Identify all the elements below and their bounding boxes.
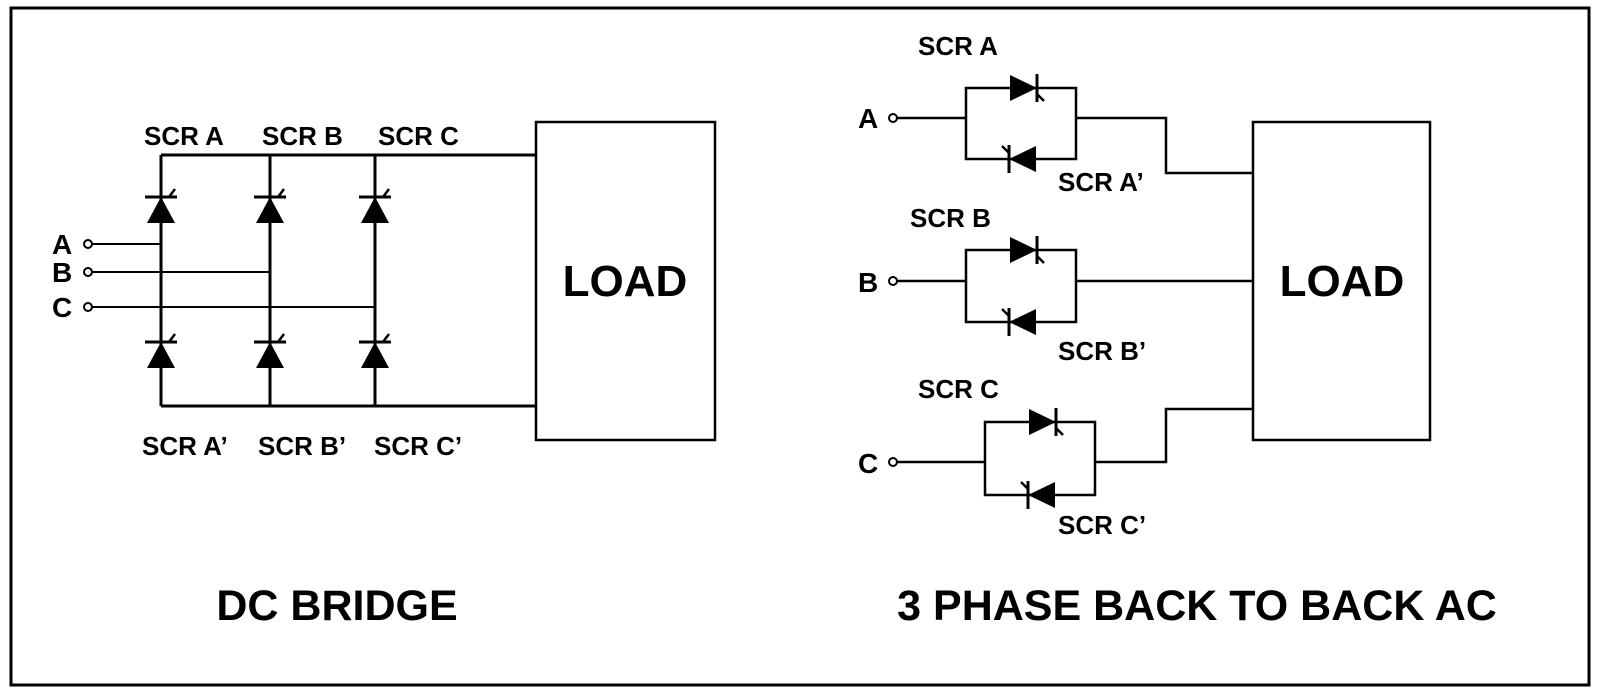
ac-back-to-back-diagram — [888, 86, 1432, 497]
dc-input-label-c: C — [52, 292, 72, 323]
ac-scr-a-reverse — [1001, 145, 1036, 173]
ac-a-scr-pair-loop — [964, 86, 1078, 161]
ac-scr-c-forward — [1029, 408, 1064, 436]
ac-scr-c-forward-label: SCR C — [918, 374, 999, 404]
ac-scr-a-forward-label: SCR A — [918, 31, 998, 61]
dc-lower-scr-b — [254, 333, 286, 368]
ac-input-label-c: C — [858, 448, 878, 479]
dc-load-label: LOAD — [563, 257, 688, 306]
ac-scr-b-reverse — [1001, 308, 1036, 336]
ac-input-label-b: B — [858, 267, 878, 298]
dc-upper-scr-b — [254, 188, 286, 223]
ac-scr-b-forward — [1010, 236, 1045, 264]
dc-input-terminal-c — [83, 302, 93, 312]
ac-input-label-a: A — [858, 103, 878, 134]
ac-b-input-terminal — [888, 276, 898, 286]
dc-load-box — [534, 120, 717, 442]
outer-border — [9, 6, 1591, 687]
ac-a-input-terminal — [888, 113, 898, 123]
dc-upper-scr-c-label: SCR C — [378, 121, 459, 151]
dc-lower-scr-a — [145, 333, 177, 368]
ac-scr-a-forward — [1010, 74, 1045, 102]
dc-upper-scr-c — [359, 188, 391, 223]
ac-title: 3 PHASE BACK TO BACK AC — [897, 582, 1497, 630]
ac-scr-b-forward-label: SCR B — [910, 203, 991, 233]
dc-upper-scr-a — [145, 188, 177, 223]
ac-c-output-line — [1095, 407, 1253, 464]
ac-scr-c-reverse-label: SCR C’ — [1058, 510, 1146, 540]
ac-c-scr-pair-loop — [983, 420, 1097, 497]
dc-lower-scr-c-label: SCR C’ — [374, 431, 462, 461]
dc-lower-scr-a-label: SCR A’ — [142, 431, 228, 461]
ac-scr-a-reverse-label: SCR A’ — [1058, 167, 1144, 197]
dc-input-terminal-a — [83, 239, 93, 249]
dc-input-label-b: B — [52, 257, 72, 288]
dc-bridge-title: DC BRIDGE — [216, 582, 457, 630]
ac-load-box — [1251, 120, 1432, 442]
ac-b-scr-pair-loop — [964, 248, 1078, 324]
dc-lower-scr-c — [359, 333, 391, 368]
ac-a-output-line — [1076, 116, 1253, 175]
dc-lower-scr-b-label: SCR B’ — [258, 431, 346, 461]
dc-upper-scr-b-label: SCR B — [262, 121, 343, 151]
dc-input-label-a: A — [52, 229, 72, 260]
ac-scr-b-reverse-label: SCR B’ — [1058, 336, 1146, 366]
ac-load-label: LOAD — [1280, 257, 1405, 306]
dc-input-terminal-b — [83, 267, 93, 277]
dc-upper-scr-a-label: SCR A — [144, 121, 224, 151]
ac-c-input-terminal — [888, 457, 898, 467]
ac-scr-c-reverse — [1020, 481, 1055, 509]
